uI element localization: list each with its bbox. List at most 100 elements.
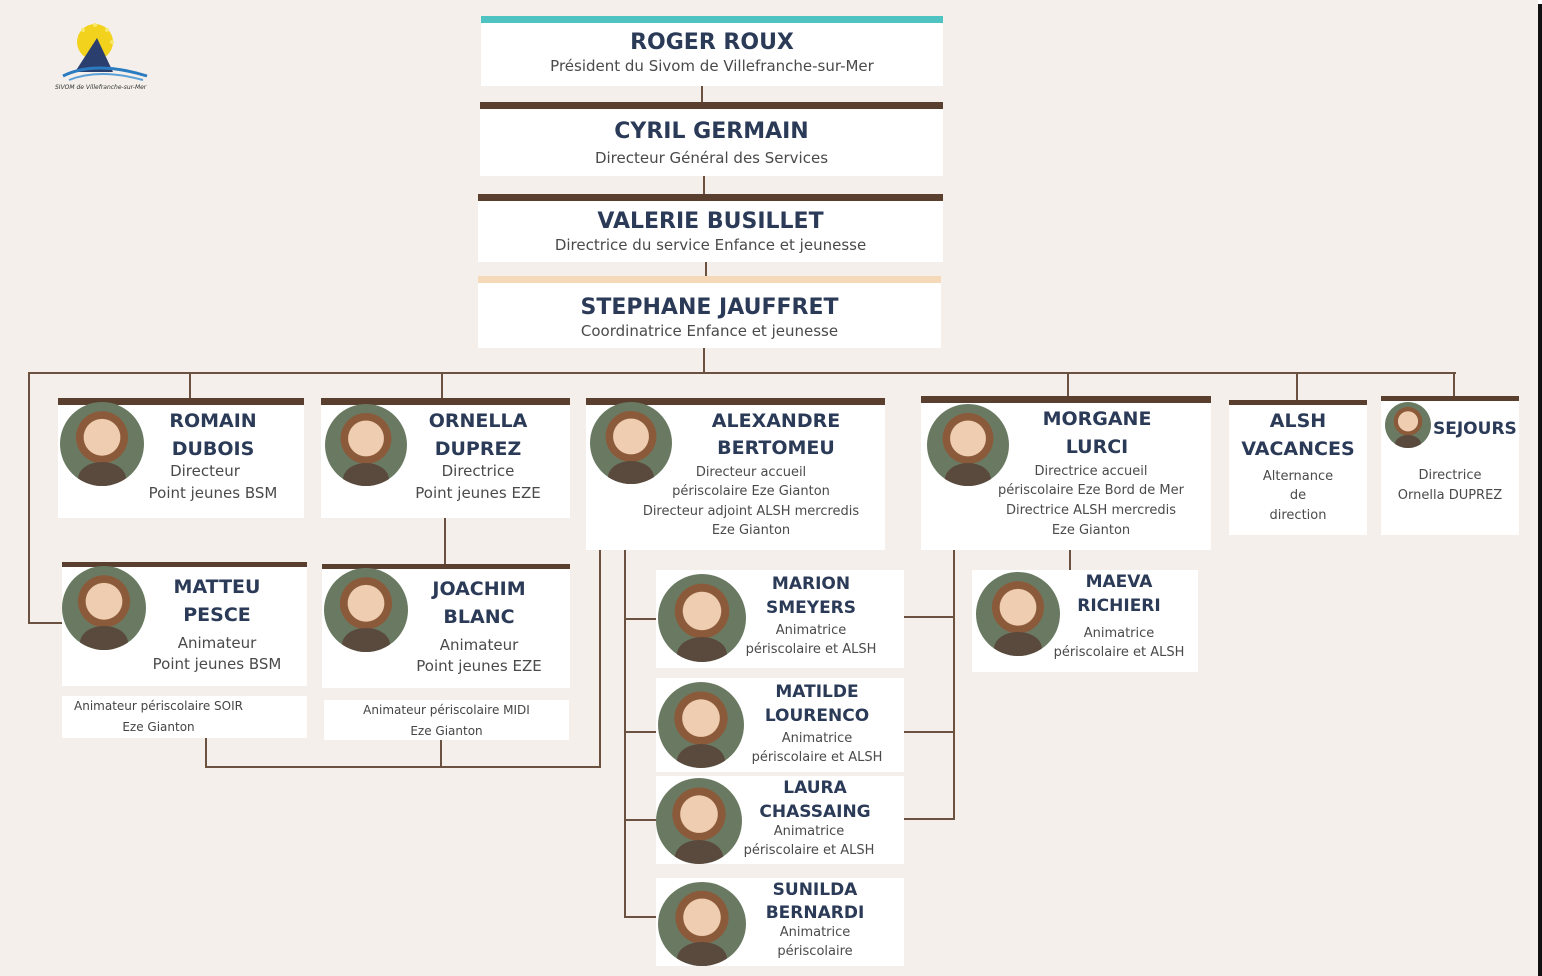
extra-role-line: Eze Gianton [122, 720, 195, 734]
connector [205, 766, 601, 768]
avatar [927, 404, 1009, 486]
person-first-name: LAURA [783, 778, 847, 798]
person-first-name: ROMAIN [169, 410, 257, 432]
card-valerie-busillet: VALERIE BUSILLET Directrice du service E… [478, 194, 943, 262]
connector [189, 372, 191, 398]
card-ornella-duprez: ORNELLA DUPREZ Directrice Point jeunes E… [321, 398, 570, 518]
connector [444, 518, 446, 566]
avatar [324, 568, 408, 652]
person-role: Animateur [439, 635, 519, 654]
person-role: périscolaire et ALSH [743, 843, 875, 859]
connector [904, 616, 954, 618]
person-first-name: ORNELLA [428, 410, 528, 432]
person-role: périscolaire [777, 944, 853, 960]
card-roger-roux: ROGER ROUX Président du Sivom de Villefr… [481, 16, 943, 86]
card-laura-chassaing: LAURA CHASSAING Animatrice périscolaire … [656, 776, 904, 864]
card-topbar [1229, 400, 1367, 405]
card-topbar [321, 398, 570, 405]
card-alsh-vacances: ALSH VACANCES Alternance de direction [1229, 400, 1367, 535]
card-matilde-lourenco: MATILDE LOURENCO Animatrice périscolaire… [656, 678, 904, 772]
person-name: VALERIE BUSILLET [597, 209, 824, 234]
card-romain-dubois: ROMAIN DUBOIS Directeur Point jeunes BSM [58, 398, 304, 518]
avatar [658, 682, 744, 768]
group-role: de [1289, 488, 1307, 504]
card-topbar [478, 194, 943, 201]
person-role: Point jeunes EZE [415, 484, 541, 502]
logo-caption: SIVOM de Villefranche-sur-Mer [55, 84, 147, 91]
person-role: Président du Sivom de Villefranche-sur-M… [550, 56, 874, 75]
avatar [60, 402, 144, 486]
card-topbar [921, 396, 1211, 403]
extra-role-line: Animateur périscolaire MIDI [363, 703, 530, 717]
person-first-name: MORGANE [1042, 408, 1152, 430]
avatar [62, 566, 146, 650]
group-title: ALSH [1269, 410, 1327, 432]
group-role: Directrice [1418, 468, 1482, 483]
connector [904, 731, 954, 733]
card-topbar [478, 276, 941, 283]
person-last-name: BLANC [443, 605, 515, 628]
person-role: Point jeunes BSM [148, 484, 278, 502]
person-role: Directrice du service Enfance et jeuness… [554, 235, 867, 254]
person-role: Animateur [177, 633, 257, 652]
person-role: Point jeunes BSM [152, 655, 282, 673]
connector [703, 176, 705, 194]
connector [440, 740, 442, 767]
connector [703, 348, 705, 374]
person-first-name: MATILDE [775, 682, 859, 702]
person-first-name: JOACHIM [432, 578, 526, 600]
extra-role-line: Animateur périscolaire SOIR [74, 699, 243, 713]
connector [205, 738, 207, 768]
person-role: Animatrice [775, 622, 847, 638]
card-cyril-germain: CYRIL GERMAIN Directeur Général des Serv… [480, 102, 943, 176]
person-role: périscolaire Eze Bord de Mer [998, 483, 1184, 499]
avatar [658, 882, 746, 966]
person-role: Coordinatrice Enfance et jeunesse [580, 321, 839, 340]
right-edge-line [1538, 4, 1542, 976]
card-sunilda-bernardi: SUNILDA BERNARDI Animatrice périscolaire [656, 878, 904, 966]
joachim-extra-role: Animateur périscolaire MIDI Eze Gianton [324, 700, 569, 740]
connector [624, 618, 656, 620]
person-role: Directeur adjoint ALSH mercredis [642, 504, 860, 520]
person-role: Eze Gianton [711, 523, 791, 539]
connector [624, 731, 656, 733]
connector [701, 86, 703, 102]
person-role: Directrice accueil [1034, 463, 1148, 479]
group-title: VACANCES [1241, 437, 1355, 460]
person-role: Animatrice [779, 924, 851, 940]
group-title: SEJOURS [1433, 419, 1517, 439]
card-stephane-jauffret: STEPHANE JAUFFRET Coordinatrice Enfance … [478, 276, 941, 348]
card-marion-smeyers: MARION SMEYERS Animatrice périscolaire e… [656, 570, 904, 668]
person-role: Directrice [441, 461, 515, 480]
connector [1296, 372, 1298, 402]
connector [624, 550, 626, 918]
person-last-name: DUBOIS [171, 437, 255, 460]
group-role: direction [1269, 508, 1327, 524]
person-first-name: MARION [771, 574, 851, 594]
person-first-name: SUNILDA [772, 880, 858, 900]
person-role: périscolaire et ALSH [745, 642, 877, 658]
person-last-name: LOURENCO [764, 706, 870, 727]
card-topbar [1381, 396, 1519, 401]
group-role: Alternance [1262, 468, 1334, 484]
avatar [590, 402, 672, 484]
connector [1067, 372, 1069, 398]
person-name: CYRIL GERMAIN [614, 119, 809, 144]
person-role: Point jeunes EZE [416, 657, 542, 675]
avatar [658, 574, 746, 662]
matteu-extra-role: Animateur périscolaire SOIR Eze Gianton [62, 696, 307, 738]
card-topbar [586, 398, 885, 405]
card-sejours: SEJOURS Directrice Ornella DUPREZ [1381, 396, 1519, 535]
logo-icon [62, 23, 148, 81]
person-role: Animatrice [1083, 625, 1155, 641]
person-last-name: DUPREZ [434, 437, 522, 460]
card-maeva-richieri: MAEVA RICHIERI Animatrice périscolaire e… [972, 570, 1198, 672]
connector [441, 372, 443, 398]
person-last-name: LURCI [1065, 435, 1129, 458]
card-topbar [480, 102, 943, 109]
avatar [976, 572, 1060, 656]
group-role: Ornella DUPREZ [1397, 488, 1503, 503]
person-role: périscolaire et ALSH [1053, 645, 1185, 661]
person-role: Animatrice [781, 730, 853, 746]
connector [705, 262, 707, 276]
